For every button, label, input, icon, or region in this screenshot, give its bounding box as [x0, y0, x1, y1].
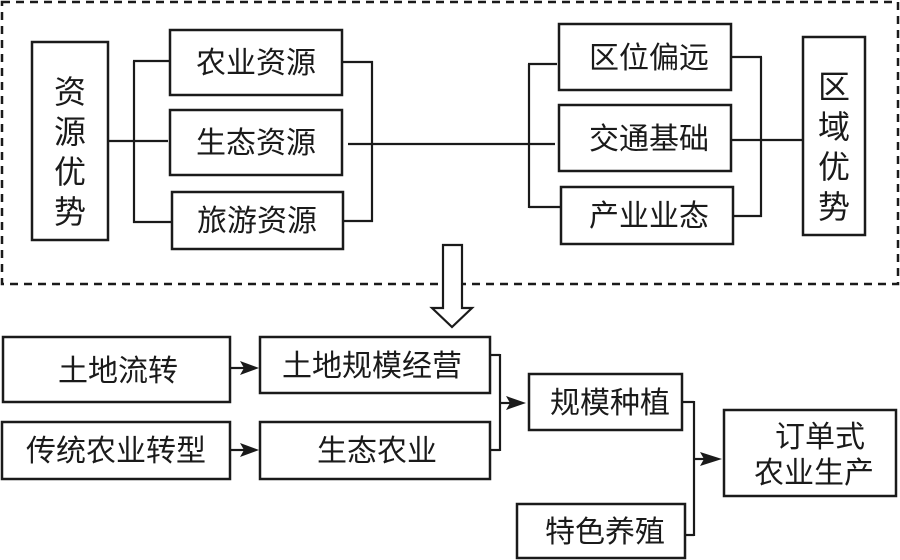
arrowhead-icon	[240, 361, 259, 375]
regional-advantage-char-2: 域	[818, 108, 850, 146]
order-agriculture-box	[722, 408, 898, 498]
special-breeding-label: 特色养殖	[545, 515, 665, 550]
resource-advantage-box	[30, 40, 110, 242]
bracket-to-scale-planting	[490, 353, 526, 452]
transport-base-label: 交通基础	[589, 122, 709, 157]
region-bracket-right	[731, 55, 803, 218]
scale-planting-box	[527, 372, 684, 432]
resource-bracket-left	[108, 59, 172, 224]
arrowhead-icon	[240, 443, 259, 457]
industry-format-label: 产业业态	[589, 199, 709, 234]
industry-format-box	[559, 185, 735, 246]
tourism-resource-label: 旅游资源	[197, 204, 317, 239]
regional-advantage-char-3: 优	[818, 148, 850, 186]
special-breeding-box	[515, 502, 687, 560]
land-transfer-label: 土地流转	[58, 354, 178, 389]
traditional-transform-label: 传统农业转型	[26, 434, 206, 469]
arrow-land-transfer-to-scale	[230, 361, 259, 375]
resource-advantage-char-1: 资	[54, 73, 86, 111]
resource-advantage-char-4: 势	[54, 193, 86, 231]
agri-resource-box	[168, 28, 344, 97]
region-bracket-left	[527, 62, 561, 209]
order-agriculture-label-line2: 农业生产	[754, 456, 874, 491]
resource-advantage-char-3: 优	[54, 153, 86, 191]
regional-advantage-char-4: 势	[818, 188, 850, 226]
land-scale-label: 土地规模经营	[282, 349, 462, 384]
traditional-transform-box	[0, 420, 232, 481]
order-agriculture-label-line1: 订单式	[775, 420, 865, 455]
eco-agriculture-box	[258, 420, 492, 481]
regional-advantage-box	[801, 35, 867, 237]
arrow-traditional-to-eco	[230, 443, 259, 457]
eco-agriculture-label: 生态农业	[317, 434, 437, 469]
location-remote-label: 区位偏远	[589, 41, 709, 76]
location-remote-box	[557, 22, 733, 92]
land-scale-box	[258, 335, 492, 395]
land-transfer-box	[1, 335, 232, 404]
regional-advantage-char-1: 区	[818, 68, 850, 106]
agri-resource-label: 农业资源	[196, 46, 316, 81]
resource-advantage-char-2: 源	[54, 113, 86, 151]
hollow-down-arrow-icon	[429, 243, 475, 329]
arrowhead-icon	[700, 452, 722, 466]
scale-planting-label: 规模种植	[550, 386, 670, 421]
transport-base-box	[557, 103, 733, 173]
eco-resource-label: 生态资源	[196, 126, 316, 161]
arrowhead-icon	[506, 396, 526, 410]
resource-bracket-right	[342, 60, 374, 223]
bracket-to-order-agriculture	[682, 400, 722, 537]
eco-resource-box	[168, 108, 344, 177]
